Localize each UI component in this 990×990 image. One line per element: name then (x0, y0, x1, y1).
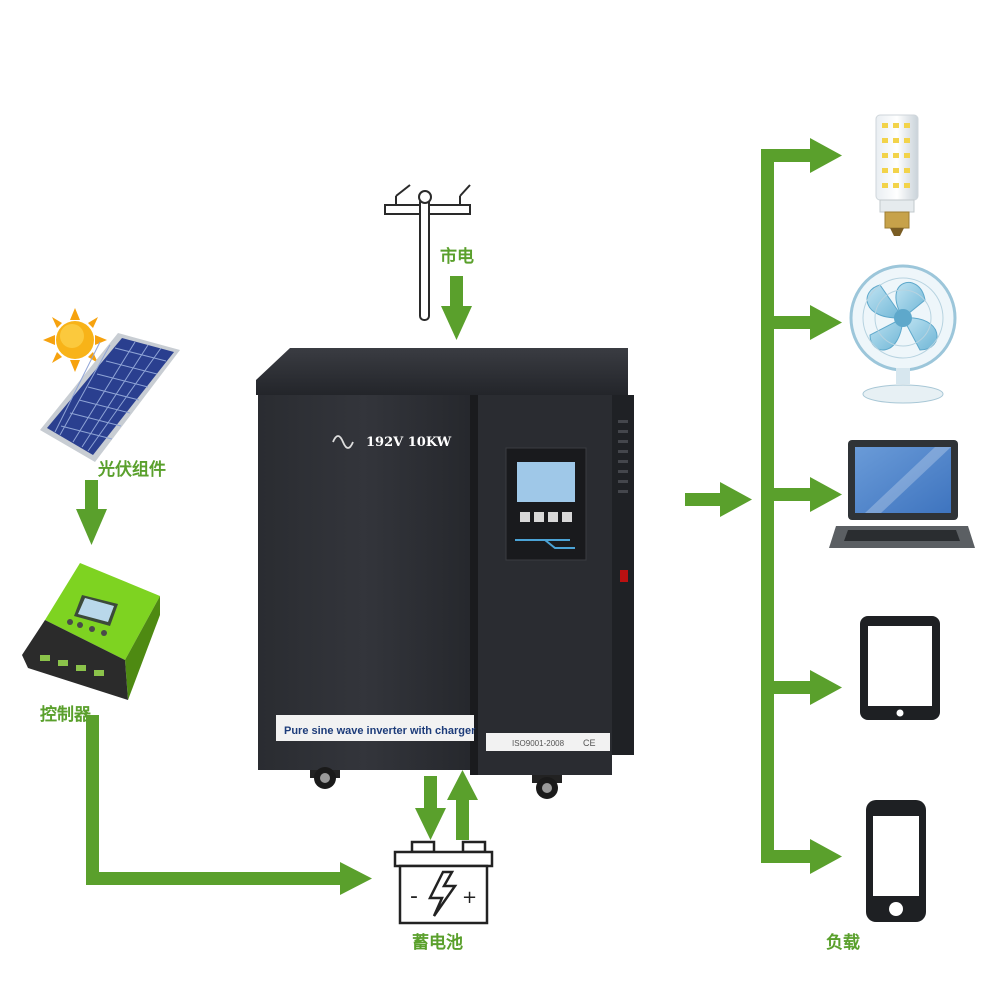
inverter-cert-plate (486, 733, 610, 751)
inverter-left-door (258, 395, 470, 770)
arrow-controller-to-battery (86, 715, 372, 895)
laptop-icon (829, 440, 975, 548)
label-grid: 市电 (440, 247, 474, 267)
arrow-inverter-to-battery (415, 776, 446, 840)
flow-arrows (76, 138, 842, 895)
inverter-banner (276, 715, 474, 741)
sine-wave-icon (332, 435, 354, 449)
sun-icon (43, 308, 107, 372)
inverter-wheels (310, 767, 562, 799)
charge-controller-icon (22, 563, 160, 700)
battery-plus: + (462, 887, 477, 908)
utility-pole-icon (384, 184, 471, 321)
inverter-lcd (517, 462, 575, 502)
inverter-cert-text: ISO9001-2008 (512, 739, 565, 748)
phone-icon (866, 800, 926, 922)
tablet-icon (860, 616, 940, 720)
arrow-grid-to-inverter (441, 276, 472, 340)
inverter-buttons (520, 512, 572, 522)
battery-icon (393, 840, 494, 925)
arrow-pv-to-controller (76, 480, 107, 545)
fan-icon (849, 264, 957, 404)
arrow-battery-to-inverter (447, 770, 478, 840)
inverter-model-text: 192V 10KW (366, 435, 452, 450)
led-bulb-icon (875, 114, 919, 236)
label-pv-module: 光伏组件 (98, 460, 166, 480)
label-controller: 控制器 (40, 705, 91, 725)
solar-panel-icon (40, 333, 180, 462)
inverter-banner-text: Pure sine wave inverter with charger (284, 725, 476, 737)
inverter-ce-text: CE (583, 738, 596, 748)
label-load: 负载 (826, 933, 860, 953)
inverter-cabinet (256, 348, 634, 799)
label-battery: 蓄电池 (412, 933, 463, 953)
load-bus (761, 138, 842, 874)
battery-minus: - (410, 884, 418, 909)
arrow-inverter-to-loads (685, 482, 752, 517)
